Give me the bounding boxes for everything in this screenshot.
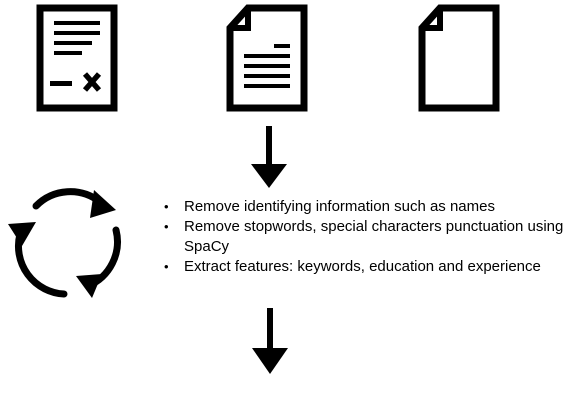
blank-document-icon bbox=[418, 4, 500, 112]
down-arrow-icon bbox=[251, 126, 287, 188]
list-item: • Remove identifying information such as… bbox=[162, 197, 572, 217]
signed-document-icon bbox=[36, 4, 118, 112]
bullet: • bbox=[164, 219, 169, 234]
list-item: • Remove stopwords, special characters p… bbox=[162, 217, 572, 257]
bullet: • bbox=[164, 259, 169, 274]
list-item: • Extract features: keywords, education … bbox=[162, 257, 572, 277]
bullet: • bbox=[164, 199, 169, 214]
step-text: Remove stopwords, special characters pun… bbox=[184, 218, 564, 255]
refresh-cycle-icon bbox=[8, 188, 121, 298]
down-arrow-icon bbox=[252, 308, 288, 374]
preprocessing-steps-list: • Remove identifying information such as… bbox=[162, 197, 572, 277]
text-document-icon bbox=[226, 4, 308, 112]
step-text: Extract features: keywords, education an… bbox=[184, 258, 541, 275]
step-text: Remove identifying information such as n… bbox=[184, 198, 495, 215]
